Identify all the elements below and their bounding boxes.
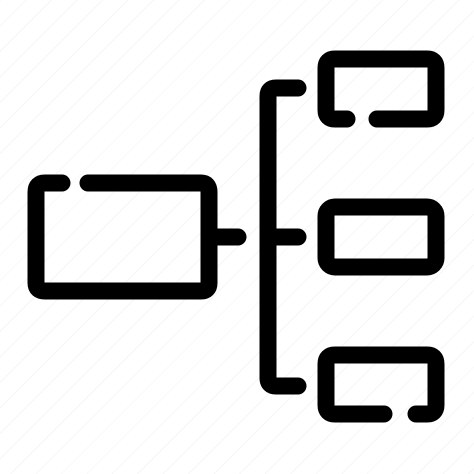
- child-node-top: [317, 50, 445, 128]
- child-node-bottom: [317, 346, 445, 423]
- child-node-middle: [317, 198, 445, 276]
- parent-node-box: [27, 174, 218, 300]
